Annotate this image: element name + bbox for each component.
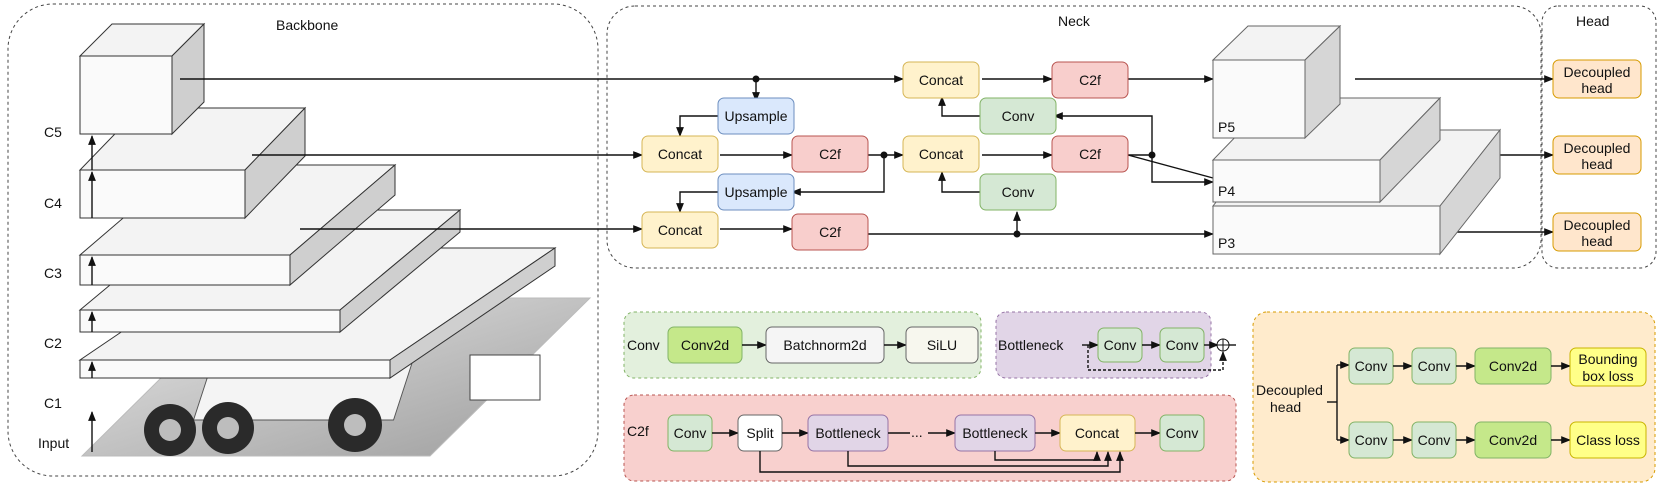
backbone-block-c5 (78, 22, 206, 136)
svg-text:Conv: Conv (1355, 432, 1388, 448)
svg-text:C2f: C2f (1079, 72, 1101, 88)
level-label-input: Input (38, 435, 69, 451)
svg-text:Conv: Conv (1418, 432, 1451, 448)
svg-text:Conv: Conv (1002, 184, 1035, 200)
svg-text:Conv: Conv (1002, 108, 1035, 124)
neck-concat-mid-left: Concat (641, 135, 719, 173)
legend-conv: Conv Conv2d Batchnorm2d SiLU (623, 311, 982, 379)
neck-block-p5: P5 (1211, 24, 1342, 140)
truck-wheel (217, 417, 239, 439)
neck-concat-bottom: Concat (641, 211, 719, 249)
svg-text:C2f: C2f (1079, 146, 1101, 162)
svg-text:Conv: Conv (627, 337, 660, 353)
svg-text:Conv: Conv (1166, 337, 1199, 353)
svg-text:Conv: Conv (674, 425, 707, 441)
level-label-c2: C2 (44, 335, 62, 351)
neck-c2f-bottom: C2f (791, 213, 869, 251)
svg-text:Conv: Conv (1418, 358, 1451, 374)
truck-cab (469, 354, 541, 401)
svg-text:head: head (1581, 233, 1612, 249)
svg-text:Conv2d: Conv2d (681, 337, 729, 353)
neck-upsample-bottom: Upsample (717, 173, 795, 211)
svg-text:Split: Split (746, 425, 773, 441)
neck-concat-mid-right: Concat (902, 135, 980, 173)
svg-text:Class loss: Class loss (1576, 432, 1640, 448)
backbone-frame (7, 3, 599, 477)
level-label-c5: C5 (44, 124, 62, 140)
svg-text:Concat: Concat (919, 146, 963, 162)
svg-text:Bottleneck: Bottleneck (998, 337, 1064, 353)
svg-text:Concat: Concat (919, 72, 963, 88)
svg-text:Conv: Conv (1166, 425, 1199, 441)
decoupled-head-p3: Decoupled head (1552, 212, 1642, 252)
svg-text:C2f: C2f (819, 146, 841, 162)
level-label-c3: C3 (44, 265, 62, 281)
svg-text:Batchnorm2d: Batchnorm2d (783, 337, 866, 353)
svg-text:P5: P5 (1218, 119, 1235, 135)
svg-text:Conv2d: Conv2d (1489, 432, 1537, 448)
head-title: Head (1576, 13, 1609, 29)
svg-text:Concat: Concat (658, 222, 702, 238)
neck-connections (180, 75, 1554, 238)
neck-c2f-top: C2f (1051, 61, 1129, 99)
svg-text:Upsample: Upsample (724, 108, 787, 124)
truck-wheel (344, 414, 366, 436)
neck-frame (606, 5, 1542, 269)
svg-text:P3: P3 (1218, 235, 1235, 251)
decoupled-head-p5: Decoupled head (1552, 59, 1642, 99)
svg-text:C2f: C2f (819, 224, 841, 240)
legend-decoupled-head: Decoupled head Conv Conv Conv2d Bounding… (1252, 311, 1656, 483)
level-label-c4: C4 (44, 195, 62, 211)
neck-conv-bottom: Conv (979, 173, 1057, 211)
neck-title: Neck (1058, 13, 1091, 29)
neck-concat-top: Concat (902, 61, 980, 99)
legend-c2f: C2f Conv Split Bottleneck ... Bottleneck… (623, 394, 1237, 482)
level-label-c1: C1 (44, 395, 62, 411)
neck-c2f-mid-right: C2f (1051, 135, 1129, 173)
svg-text:Concat: Concat (1075, 425, 1119, 441)
truck-wheel (159, 419, 181, 441)
neck-upsample-top: Upsample (717, 97, 795, 135)
svg-text:Concat: Concat (658, 146, 702, 162)
svg-text:C2f: C2f (627, 423, 649, 439)
svg-text:Decoupled: Decoupled (1256, 382, 1323, 398)
backbone-title: Backbone (276, 17, 338, 33)
head-frame (1541, 5, 1657, 269)
legend-bottleneck: Bottleneck Conv Conv (995, 311, 1236, 379)
decoupled-head-p4: Decoupled head (1552, 135, 1642, 175)
svg-text:SiLU: SiLU (927, 337, 957, 353)
svg-text:Bounding: Bounding (1578, 351, 1637, 367)
neck-block-p4: P4 (1211, 96, 1442, 204)
svg-text:...: ... (911, 424, 923, 440)
svg-text:Bottleneck: Bottleneck (815, 425, 881, 441)
svg-text:box loss: box loss (1582, 368, 1633, 384)
svg-text:Conv2d: Conv2d (1489, 358, 1537, 374)
svg-text:head: head (1270, 399, 1301, 415)
svg-text:Decoupled: Decoupled (1564, 217, 1631, 233)
svg-text:Upsample: Upsample (724, 184, 787, 200)
svg-text:P4: P4 (1218, 183, 1235, 199)
svg-text:Conv: Conv (1355, 358, 1388, 374)
neck-conv-top: Conv (979, 97, 1057, 135)
svg-text:Bottleneck: Bottleneck (962, 425, 1028, 441)
svg-text:head: head (1581, 156, 1612, 172)
svg-text:Conv: Conv (1104, 337, 1137, 353)
svg-text:Decoupled: Decoupled (1564, 64, 1631, 80)
svg-text:Decoupled: Decoupled (1564, 140, 1631, 156)
svg-text:head: head (1581, 80, 1612, 96)
neck-c2f-mid-left: C2f (791, 135, 869, 173)
